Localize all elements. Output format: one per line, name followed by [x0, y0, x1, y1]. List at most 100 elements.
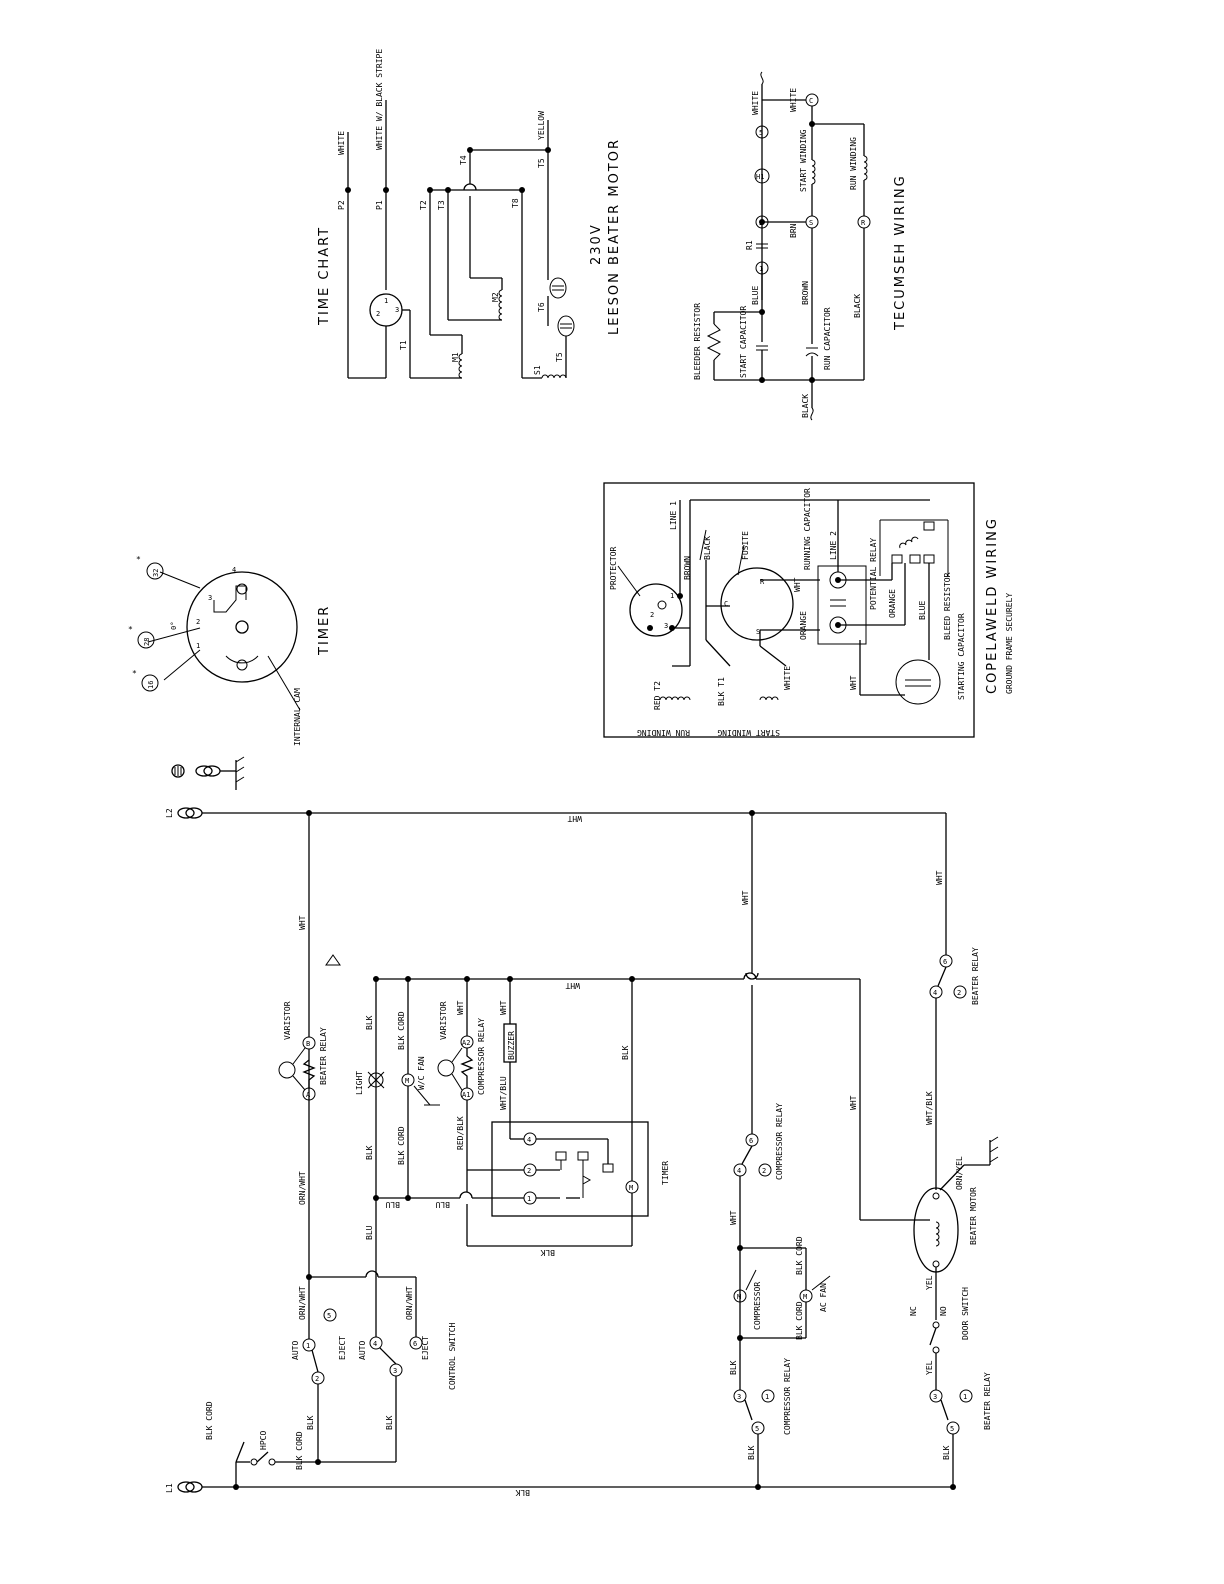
svg-text:RUN WINDING: RUN WINDING: [849, 137, 858, 190]
svg-text:BROWN: BROWN: [683, 556, 692, 580]
svg-text:M: M: [803, 1293, 807, 1301]
svg-text:M: M: [405, 1077, 409, 1085]
svg-text:AC FAN: AC FAN: [819, 1283, 828, 1312]
svg-text:ORANGE: ORANGE: [888, 589, 897, 618]
svg-text:M1: M1: [451, 352, 460, 362]
svg-text:BLU: BLU: [385, 1200, 400, 1209]
svg-text:AUTO: AUTO: [291, 1341, 300, 1360]
svg-text:1: 1: [196, 642, 200, 650]
svg-text:INTERNAL CAM: INTERNAL CAM: [293, 688, 302, 746]
svg-text:WHITE W/ BLACK STRIPE: WHITE W/ BLACK STRIPE: [375, 49, 384, 150]
svg-text:BEATER MOTOR: BEATER MOTOR: [969, 1187, 978, 1245]
svg-text:1: 1: [765, 1393, 769, 1401]
svg-text:START WINDING: START WINDING: [799, 129, 808, 192]
tecumseh-title: TECUMSEH WIRING: [893, 174, 908, 331]
svg-text:ORANGE: ORANGE: [799, 611, 808, 640]
svg-text:BLK: BLK: [365, 1015, 374, 1030]
copelaweld-subtitle: GROUND FRAME SECURELY: [1005, 593, 1014, 694]
svg-text:4: 4: [933, 989, 937, 997]
svg-text:5: 5: [755, 1425, 759, 1433]
svg-text:*: *: [128, 625, 133, 634]
svg-text:BLK: BLK: [515, 1488, 530, 1497]
svg-text:ORN/WHT: ORN/WHT: [405, 1286, 414, 1320]
svg-text:RUNNING CAPACITOR: RUNNING CAPACITOR: [803, 488, 812, 570]
svg-text:CONTROL SWITCH: CONTROL SWITCH: [448, 1322, 457, 1390]
svg-text:BLK CORD: BLK CORD: [295, 1431, 304, 1470]
svg-text:YEL: YEL: [925, 1275, 934, 1290]
svg-text:6: 6: [413, 1340, 417, 1348]
svg-text:32: 32: [152, 569, 160, 577]
svg-text:T4: T4: [459, 155, 468, 165]
svg-text:BLACK: BLACK: [801, 394, 810, 418]
svg-text:WHT: WHT: [793, 577, 802, 592]
svg-text:1: 1: [384, 297, 388, 305]
svg-text:S: S: [756, 628, 760, 636]
l1-terminal: L1: [165, 1481, 203, 1493]
svg-text:VARISTOR: VARISTOR: [439, 1001, 448, 1040]
svg-text:BEATER RELAY: BEATER RELAY: [983, 1372, 992, 1430]
svg-text:ORN/YEL: ORN/YEL: [955, 1156, 964, 1190]
svg-text:W/C FAN: W/C FAN: [417, 1056, 426, 1090]
svg-text:FUSITE: FUSITE: [741, 531, 750, 560]
svg-text:YELLOW: YELLOW: [537, 111, 546, 140]
svg-text:START WINDING: START WINDING: [717, 728, 780, 737]
svg-text:T8: T8: [511, 198, 520, 208]
svg-text:ORN/WHT: ORN/WHT: [298, 1171, 307, 1205]
svg-text:BEATER RELAY: BEATER RELAY: [971, 947, 980, 1005]
svg-text:WHT: WHT: [565, 981, 580, 990]
svg-text:TIMER: TIMER: [661, 1161, 670, 1185]
svg-text:BLK: BLK: [621, 1045, 630, 1060]
svg-text:DOOR SWITCH: DOOR SWITCH: [961, 1287, 970, 1340]
svg-text:WHT/BLU: WHT/BLU: [499, 1076, 508, 1110]
svg-text:BLK: BLK: [747, 1445, 756, 1460]
svg-text:16: 16: [147, 681, 155, 689]
svg-text:P1: P1: [375, 200, 384, 210]
svg-text:START CAPACITOR: START CAPACITOR: [739, 306, 748, 378]
leeson-motor-title: LEESON BEATER MOTOR: [607, 138, 622, 335]
time-chart-motor: TIME CHART WHITE WHITE W/ BLACK STRIPE P…: [317, 49, 622, 379]
svg-text:BLU: BLU: [435, 1200, 450, 1209]
svg-text:M2: M2: [491, 292, 500, 302]
l2-terminal: L2: [165, 807, 203, 819]
svg-text:3: 3: [395, 306, 399, 314]
svg-text:M: M: [629, 1184, 633, 1192]
svg-text:BLK CORD: BLK CORD: [795, 1236, 804, 1275]
svg-text:T2: T2: [419, 200, 428, 210]
svg-text:C: C: [809, 97, 813, 105]
svg-text:BLK: BLK: [729, 1360, 738, 1375]
svg-text:*: *: [132, 669, 137, 678]
svg-text:RED/BLK: RED/BLK: [456, 1116, 465, 1150]
svg-text:WHT: WHT: [741, 890, 750, 905]
svg-text:4: 4: [527, 1136, 531, 1144]
svg-text:VARISTOR: VARISTOR: [283, 1001, 292, 1040]
svg-text:BRN: BRN: [789, 223, 798, 238]
svg-text:3: 3: [208, 594, 212, 602]
svg-text:BEATER RELAY: BEATER RELAY: [319, 1027, 328, 1085]
svg-text:BLK CORD: BLK CORD: [795, 1301, 804, 1340]
svg-text:3: 3: [664, 622, 668, 630]
svg-text:WHITE: WHITE: [789, 88, 798, 112]
svg-text:BLUE: BLUE: [751, 286, 760, 305]
svg-text:A1: A1: [462, 1091, 470, 1099]
svg-text:A: A: [306, 1091, 311, 1099]
svg-text:NC: NC: [909, 1306, 918, 1316]
svg-text:PROTECTOR: PROTECTOR: [609, 546, 618, 590]
svg-text:BLK: BLK: [540, 1248, 555, 1257]
time-chart-title: TIME CHART: [317, 226, 332, 326]
svg-text:R: R: [861, 219, 866, 227]
svg-text:NO: NO: [939, 1306, 948, 1316]
svg-text:POTENTIAL RELAY: POTENTIAL RELAY: [869, 538, 878, 610]
svg-text:BLK: BLK: [365, 1145, 374, 1160]
svg-text:WHT: WHT: [849, 1095, 858, 1110]
svg-text:BLUE: BLUE: [918, 601, 927, 620]
svg-text:RUN CAPACITOR: RUN CAPACITOR: [823, 307, 832, 370]
svg-text:BLU: BLU: [365, 1225, 374, 1240]
svg-text:RED T2: RED T2: [653, 681, 662, 710]
svg-text:4: 4: [232, 566, 236, 574]
svg-text:5: 5: [950, 1425, 954, 1433]
svg-text:1: 1: [759, 265, 763, 273]
svg-text:1: 1: [963, 1393, 967, 1401]
svg-text:WHT: WHT: [567, 814, 582, 823]
svg-text:YEL: YEL: [925, 1360, 934, 1375]
svg-text:BLK: BLK: [942, 1445, 951, 1460]
